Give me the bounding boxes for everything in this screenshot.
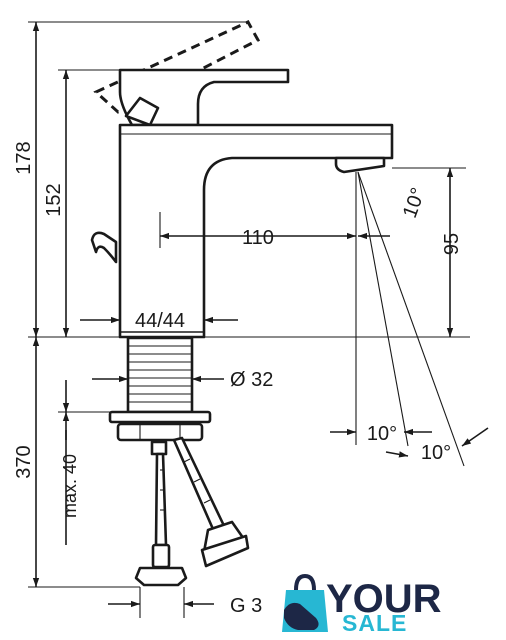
yoursale-logo: YOUR SALE	[282, 573, 442, 636]
dim-spout-height: 152	[43, 183, 65, 216]
handle-lever	[118, 68, 290, 127]
dim-max-thickness: max. 40	[60, 454, 80, 518]
dim-thread: G 3	[230, 595, 262, 617]
dimension-lines	[32, 22, 489, 608]
dim-outlet-height: 95	[441, 233, 463, 255]
dim-shank-diameter: Ø 32	[230, 369, 273, 391]
dim-angle-bottom-right: 10°	[421, 442, 451, 464]
logo-word-sale: SALE	[342, 610, 407, 636]
threaded-shank	[126, 336, 194, 414]
dim-spout-reach: 110	[242, 227, 274, 249]
aerator	[334, 156, 386, 174]
dim-spray-angle: 10°	[399, 185, 430, 221]
fixing-nut	[116, 422, 204, 442]
washer	[108, 410, 212, 424]
handle-collar	[124, 96, 160, 127]
supply-hoses	[134, 436, 250, 587]
shopping-bag-icon	[282, 573, 328, 632]
faucet-body	[90, 20, 394, 587]
handle-open-position	[93, 20, 261, 114]
dim-hose-length: 370	[13, 445, 35, 478]
popup-rod	[90, 231, 118, 264]
dim-total-height: 178	[13, 141, 35, 174]
logo-word-your: YOUR	[326, 577, 442, 621]
dim-angle-bottom-left: 10°	[367, 423, 397, 445]
dim-base-size: 44/44	[135, 310, 185, 332]
